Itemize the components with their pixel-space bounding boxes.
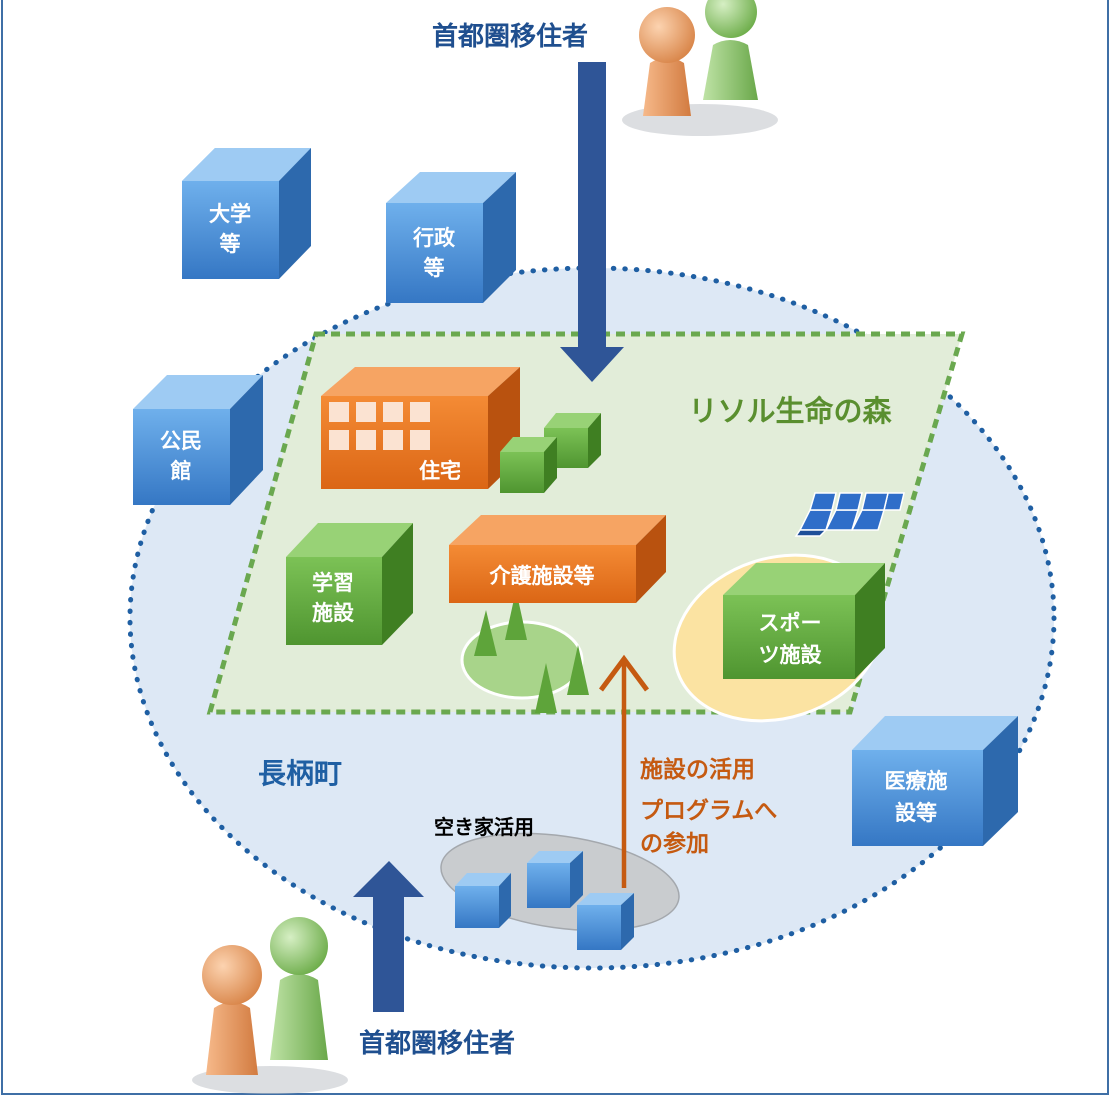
- bottom-migrants-label: 首都圏移住者: [359, 1028, 515, 1059]
- administration-label-line2: 等: [424, 256, 445, 280]
- housing-windows: [329, 402, 430, 450]
- administration-label-line1: 行政: [412, 226, 456, 250]
- top-migrant-people: [622, 0, 778, 136]
- community-hall-building: [133, 375, 263, 505]
- medical-label-line1: 医療施: [885, 769, 948, 793]
- facility-use-label: 施設の活用: [640, 756, 755, 783]
- person-green-icon: [270, 917, 328, 975]
- community-hall-label-line2: 館: [171, 459, 192, 483]
- community-hall-label-line1: 公民: [160, 429, 202, 453]
- vacant-house-cube-3: [577, 893, 634, 950]
- forest-label: リソル生命の森: [688, 394, 892, 428]
- bottom-migrant-people: [192, 917, 348, 1094]
- small-green-cube-2: [500, 437, 557, 493]
- facility-use-arrow: [598, 654, 650, 888]
- medical-building: [852, 716, 1018, 846]
- medical-label-line2: 設等: [895, 801, 937, 825]
- sports-label-line2: ツ施設: [759, 643, 823, 667]
- university-label-line2: 等: [220, 232, 241, 256]
- university-building: [182, 148, 311, 279]
- vacant-house-label: 空き家活用: [434, 815, 534, 839]
- learning-building: [286, 523, 413, 645]
- tree-icon: [474, 590, 589, 713]
- person-orange-icon: [202, 945, 262, 1005]
- care-building: [449, 515, 666, 603]
- administration-building: [386, 172, 516, 303]
- bottom-inflow-arrow: [353, 861, 424, 1012]
- vacant-house-cube-2: [527, 851, 583, 908]
- vacant-house-cube-1: [455, 873, 511, 928]
- sports-building: [723, 563, 885, 679]
- learning-label-line1: 学習: [312, 571, 354, 595]
- learning-label-line2: 施設: [312, 601, 355, 625]
- town-label: 長柄町: [258, 757, 342, 790]
- housing-building: [321, 367, 520, 489]
- person-green-icon: [705, 0, 757, 38]
- program-label-line2: の参加: [640, 830, 709, 857]
- care-label: 介護施設等: [489, 564, 595, 588]
- solar-panel-icon: [794, 492, 905, 537]
- sports-label-line1: スポー: [759, 611, 822, 635]
- program-label-line1: プログラムへ: [640, 797, 777, 824]
- top-inflow-arrow: [560, 62, 624, 382]
- housing-label: 住宅: [419, 459, 461, 483]
- top-migrants-label: 首都圏移住者: [432, 21, 588, 52]
- person-orange-icon: [639, 7, 695, 63]
- university-label-line1: 大学: [209, 202, 251, 226]
